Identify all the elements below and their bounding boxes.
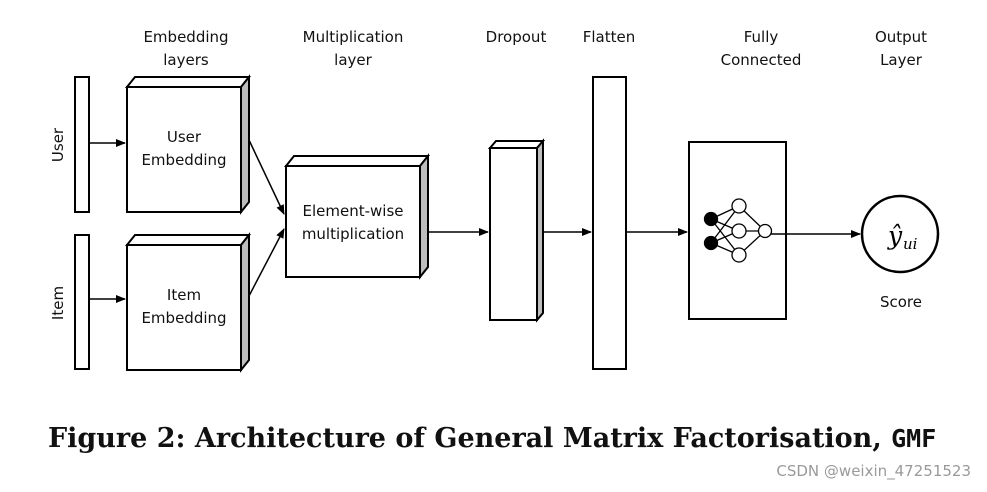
header-multiplication-line2: layer [334,51,372,69]
header-embedding-line2: layers [163,51,209,69]
fully-connected-block [688,141,787,320]
output-subscript: ui [903,235,918,253]
gmf-architecture-diagram: Embedding layers Multiplication layer Dr… [49,28,940,373]
user-input-vector [74,76,90,213]
elementwise-label-line1: Element-wise [303,202,404,220]
caption-code: GMF [891,424,937,453]
user-embedding-label-line2: Embedding [141,151,226,169]
header-flatten: Flatten [583,28,636,46]
header-fully-connected-line1: Fully [744,28,779,46]
arrow-user-embedding-to-mult [248,139,285,215]
header-fully-connected-line2: Connected [721,51,802,69]
output-symbol: ŷ [887,221,903,250]
item-input-vector [74,234,90,370]
user-input-label: User [49,127,67,162]
watermark: CSDN @weixin_47251523 [776,462,971,480]
elementwise-label-line2: multiplication [302,225,404,243]
header-output-line2: Layer [880,51,923,69]
output-score-node: ŷ ui [860,194,940,274]
elementwise-multiplication-block: Element-wise multiplication [283,153,431,280]
neural-network-icon [703,198,773,263]
item-embedding-label-line2: Embedding [141,309,226,327]
figure-caption: Figure 2: Architecture of General Matrix… [48,423,978,454]
item-input-label: Item [49,286,67,320]
header-output-line1: Output [875,28,927,46]
caption-text: Figure 2: Architecture of General Matrix… [48,423,892,454]
arrow-item-embedding-to-mult [248,228,285,297]
header-multiplication-line1: Multiplication [303,28,404,46]
header-dropout: Dropout [486,28,547,46]
user-embedding-block: User Embedding [124,74,252,215]
header-embedding-line1: Embedding [143,28,228,46]
dropout-block [487,138,546,323]
item-embedding-block: Item Embedding [124,232,252,373]
flatten-block [592,76,627,370]
item-embedding-label-line1: Item [167,286,201,304]
connection-arrows [89,139,861,303]
user-embedding-label-line1: User [167,128,202,146]
output-score-label: Score [880,293,922,311]
